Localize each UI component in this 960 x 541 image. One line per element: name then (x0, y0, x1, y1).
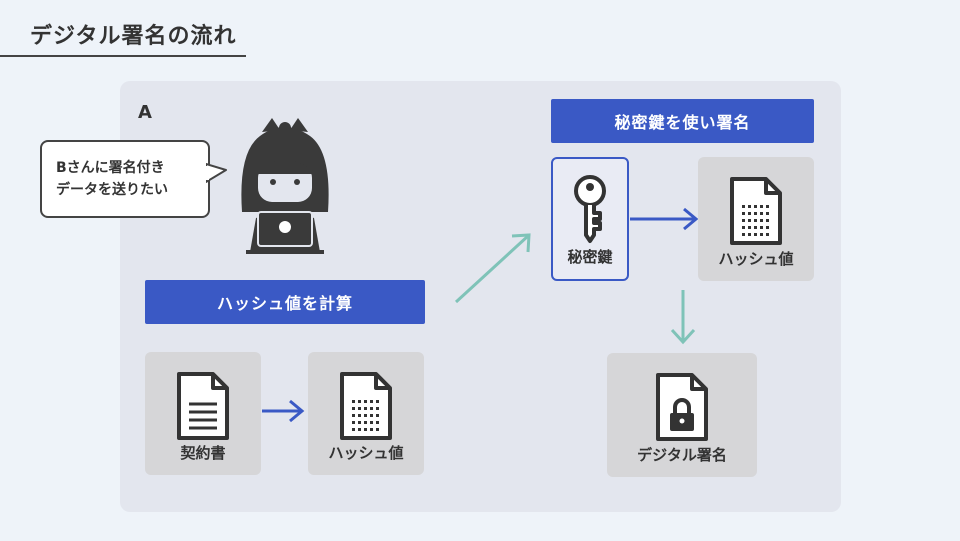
arrow-right-icon (630, 207, 699, 231)
title-underline (0, 55, 246, 57)
speech-bubble-tail (206, 163, 227, 183)
card-private-key-label: 秘密鍵 (567, 248, 613, 266)
card-hash-left: ハッシュ値 (308, 352, 424, 475)
banner-sign-with-key: 秘密鍵を使い署名 (551, 99, 814, 143)
card-contract-label: 契約書 (180, 444, 226, 462)
card-digital-signature-label: デジタル署名 (637, 446, 727, 464)
document-icon (177, 372, 229, 440)
card-hash-right-label: ハッシュ値 (718, 250, 794, 268)
arrow-diagonal-icon (454, 233, 531, 304)
hash-document-icon (340, 372, 392, 440)
speech-bubble: Bさんに署名付き データを送りたい (40, 140, 210, 218)
arrow-down-icon (670, 290, 696, 345)
card-hash-right: ハッシュ値 (698, 157, 814, 281)
page-title: デジタル署名の流れ (30, 24, 237, 49)
person-icon (241, 118, 329, 254)
hash-document-icon (730, 177, 782, 245)
key-icon (574, 175, 606, 243)
card-hash-left-label: ハッシュ値 (328, 444, 404, 462)
card-private-key: 秘密鍵 (551, 157, 629, 281)
card-digital-signature: デジタル署名 (607, 353, 757, 477)
bubble-line-2: データを送りたい (56, 182, 168, 198)
bubble-line-1: Bさんに署名付き (56, 160, 165, 176)
locked-document-icon (656, 373, 708, 441)
banner-hash-calc: ハッシュ値を計算 (145, 280, 425, 324)
panel-label: A (138, 102, 152, 123)
arrow-right-icon (262, 399, 305, 423)
card-contract: 契約書 (145, 352, 261, 475)
